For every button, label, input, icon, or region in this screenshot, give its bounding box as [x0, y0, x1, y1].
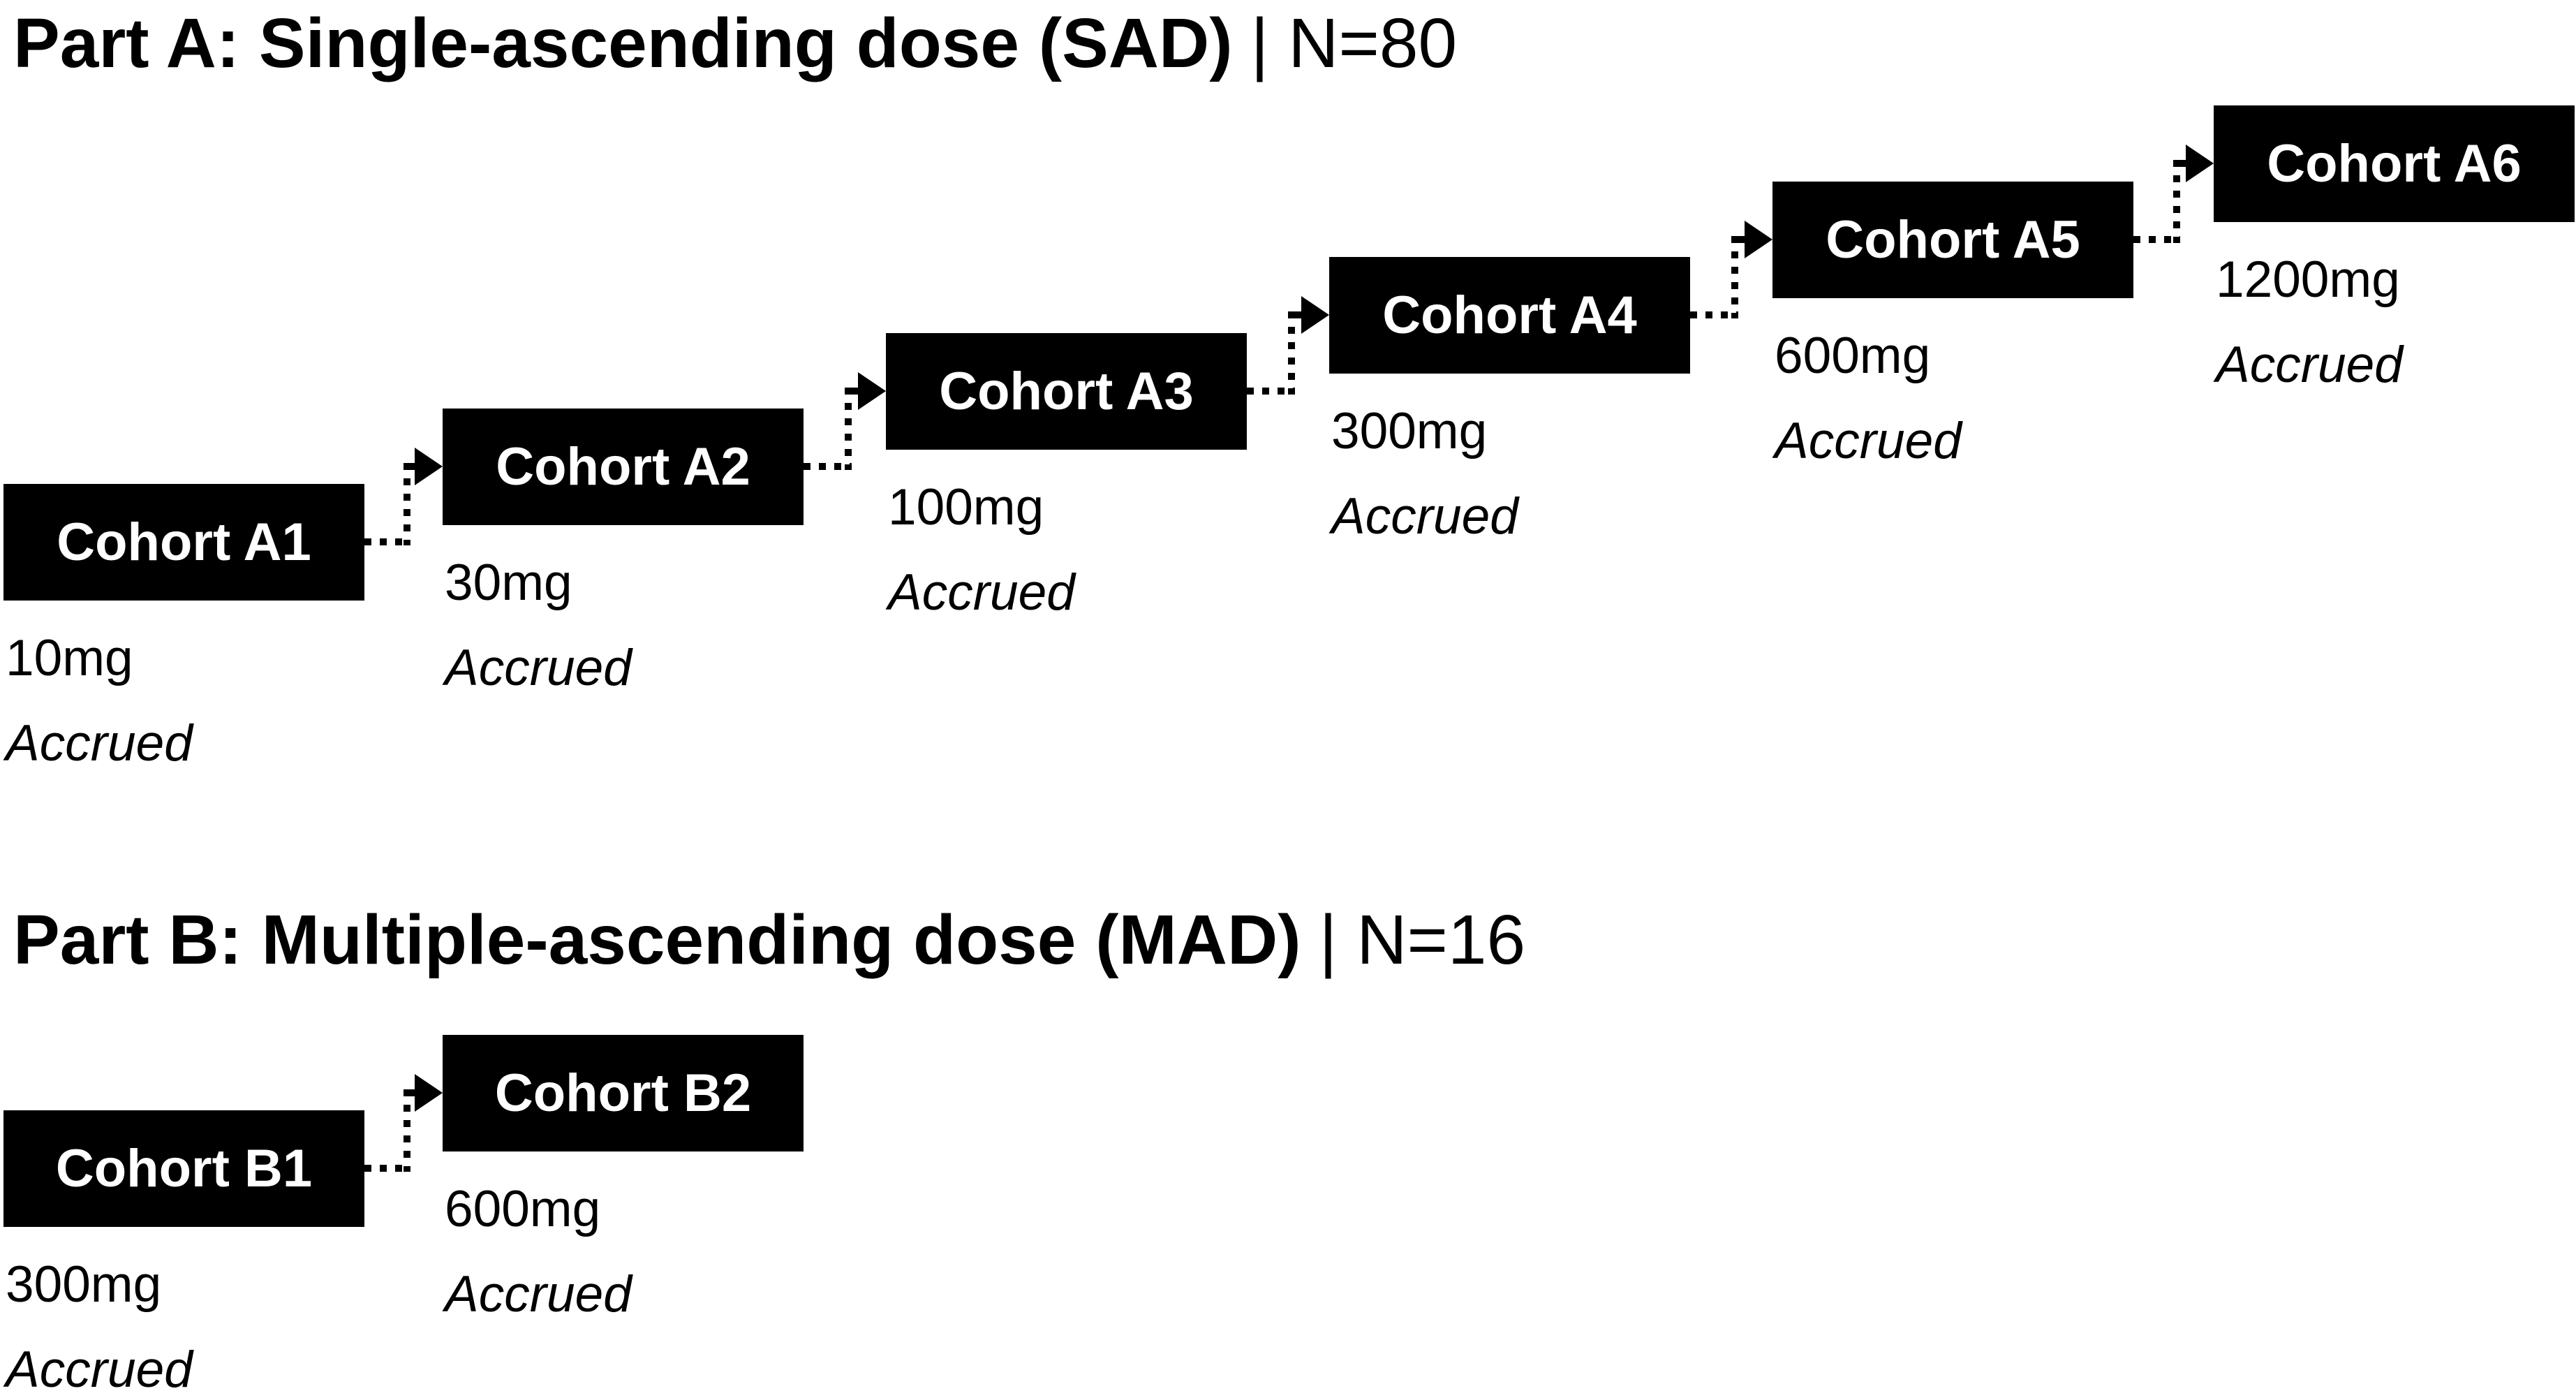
part-b-title-text: Part B: Multiple-ascending dose (MAD)	[13, 901, 1301, 979]
cohort-a6-label: Cohort A6	[2267, 134, 2522, 193]
cohort-a3-dose: 100mg	[888, 479, 1044, 536]
cohort-a6-status: Accrued	[2216, 337, 2403, 393]
cohort-a5-dose: 600mg	[1775, 328, 1931, 384]
cohort-b1-dose: 300mg	[6, 1256, 162, 1313]
cohort-a6-dose: 1200mg	[2216, 251, 2400, 308]
part-b-sample-size: | N=16	[1319, 901, 1526, 979]
cohort-a1-label: Cohort A1	[57, 513, 311, 572]
cohort-a4-dose: 300mg	[1331, 403, 1488, 459]
cohort-a5-box: Cohort A5	[1772, 182, 2133, 298]
dotted-line-v-icon	[1731, 236, 1738, 318]
cohort-a1-status: Accrued	[6, 715, 193, 772]
cohort-a1-box: Cohort A1	[3, 484, 364, 601]
cohort-a4-status: Accrued	[1331, 488, 1518, 545]
arrowhead-icon	[858, 372, 886, 410]
dotted-line-h-icon	[2133, 236, 2180, 243]
cohort-b2-label: Cohort B2	[494, 1064, 752, 1123]
cohort-a3-label: Cohort A3	[939, 362, 1194, 421]
cohort-b2-status: Accrued	[445, 1266, 632, 1323]
part-b-title: Part B: Multiple-ascending dose (MAD)| N…	[13, 898, 1525, 982]
cohort-a5-status: Accrued	[1775, 413, 1962, 469]
cohort-a2-label: Cohort A2	[496, 437, 750, 496]
cohort-a2-dose: 30mg	[445, 554, 572, 611]
cohort-a2-status: Accrued	[445, 640, 632, 696]
dotted-line-h-icon	[410, 463, 416, 470]
dotted-line-v-icon	[404, 1089, 410, 1172]
arrowhead-icon	[415, 1074, 443, 1112]
arrowhead-icon	[415, 448, 443, 485]
part-a-sample-size: | N=80	[1250, 4, 1458, 82]
dotted-line-h-icon	[2180, 160, 2186, 167]
cohort-b2-box: Cohort B2	[443, 1035, 804, 1151]
dotted-line-h-icon	[410, 1089, 416, 1096]
dotted-line-h-icon	[364, 538, 410, 545]
cohort-a6-box: Cohort A6	[2214, 105, 2575, 222]
dotted-line-h-icon	[1247, 388, 1295, 395]
cohort-a4-box: Cohort A4	[1329, 257, 1690, 374]
arrowhead-icon	[1301, 296, 1329, 334]
dotted-line-h-icon	[1295, 311, 1301, 318]
cohort-a3-status: Accrued	[888, 564, 1075, 621]
dotted-line-v-icon	[2173, 160, 2180, 243]
part-a-title-text: Part A: Single-ascending dose (SAD)	[13, 4, 1233, 82]
dotted-line-h-icon	[1738, 236, 1745, 243]
dotted-line-v-icon	[845, 388, 852, 470]
cohort-a1-dose: 10mg	[6, 630, 133, 686]
cohort-b1-label: Cohort B1	[55, 1139, 313, 1198]
arrowhead-icon	[2186, 145, 2214, 182]
cohort-a2-box: Cohort A2	[443, 409, 804, 525]
cohort-a4-label: Cohort A4	[1382, 286, 1637, 345]
cohort-b1-box: Cohort B1	[3, 1110, 364, 1227]
cohort-a5-label: Cohort A5	[1826, 210, 2080, 270]
dotted-line-h-icon	[1690, 311, 1738, 318]
cohort-b1-status: Accrued	[6, 1341, 193, 1398]
cohort-a3-box: Cohort A3	[886, 333, 1247, 450]
part-a-title: Part A: Single-ascending dose (SAD)| N=8…	[13, 1, 1457, 85]
dotted-line-h-icon	[852, 388, 858, 395]
dotted-line-h-icon	[364, 1165, 410, 1172]
dotted-line-h-icon	[804, 463, 852, 470]
cohort-b2-dose: 600mg	[445, 1181, 601, 1237]
dotted-line-v-icon	[1288, 311, 1295, 395]
arrowhead-icon	[1745, 221, 1772, 258]
dotted-line-v-icon	[404, 463, 410, 545]
